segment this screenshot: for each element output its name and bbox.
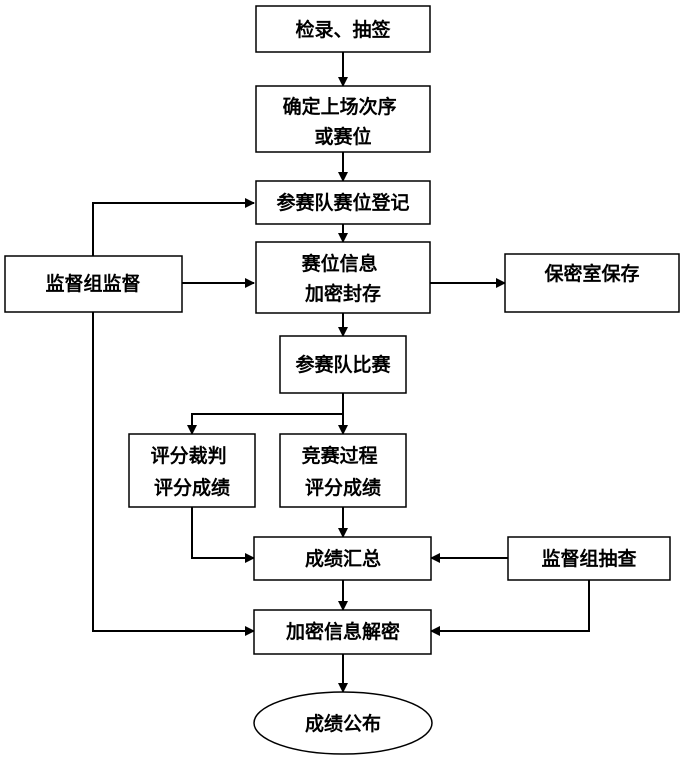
svg-text:加密信息解密: 加密信息解密 [285, 620, 400, 643]
arrow-supervisor-to-register [92, 198, 255, 256]
svg-text:确定上场次序 或赛位: 确定上场次序 或赛位 [283, 95, 404, 148]
node-publish: 成绩公布 [253, 691, 433, 755]
node-register-label: 参赛队赛位登记 [276, 191, 409, 214]
svg-text:监督组监督: 监督组监督 [45, 272, 140, 295]
svg-text:参赛队赛位登记: 参赛队赛位登记 [276, 191, 409, 214]
node-judge-score-line2: 评分成绩 [154, 476, 230, 499]
node-register: 参赛队赛位登记 [255, 180, 431, 225]
node-encrypt-line2: 加密封存 [304, 282, 381, 305]
node-judge-score: 评分裁判 评分成绩 [128, 433, 256, 508]
node-decrypt-label: 加密信息解密 [285, 620, 400, 643]
node-confirm-order-line2: 或赛位 [314, 125, 371, 148]
node-supervisor-label: 监督组监督 [45, 272, 140, 295]
node-secret-room: 保密室保存 [504, 253, 680, 313]
node-secret-room-label: 保密室保存 [543, 262, 639, 285]
svg-text:检录、抽签: 检录、抽签 [295, 18, 391, 41]
svg-text:竞赛过程 评分成绩: 竞赛过程 评分成绩 [302, 444, 385, 499]
arrow-compete-to-judge-score [187, 413, 343, 435]
node-compete: 参赛队比赛 [279, 335, 407, 394]
node-summary: 成绩汇总 [253, 536, 432, 581]
node-spot-check-label: 监督组抽查 [541, 547, 637, 570]
svg-text:成绩汇总: 成绩汇总 [305, 547, 381, 570]
arrow-judge-to-summary [191, 507, 255, 563]
node-process-score-line2: 评分成绩 [305, 476, 381, 499]
node-spot-check: 监督组抽查 [507, 536, 671, 581]
node-judge-score-line1: 评分裁判 [151, 444, 227, 467]
node-supervisor: 监督组监督 [4, 255, 183, 313]
node-draw-lots: 检录、抽签 [255, 5, 431, 53]
node-process-score-line1: 竞赛过程 [302, 444, 378, 467]
node-publish-label: 成绩公布 [305, 712, 381, 735]
arrow-spotcheck-to-decrypt [430, 580, 590, 636]
svg-text:评分裁判 评分成绩: 评分裁判 评分成绩 [151, 444, 234, 499]
node-process-score: 竞赛过程 评分成绩 [279, 433, 407, 508]
connectors [92, 52, 590, 693]
arrow-supervisor-to-decrypt [92, 312, 255, 636]
node-draw-lots-label: 检录、抽签 [295, 18, 391, 41]
svg-text:保密室保存: 保密室保存 [543, 262, 639, 285]
svg-text:成绩公布: 成绩公布 [305, 712, 381, 735]
node-confirm-order-line1: 确定上场次序 [283, 95, 397, 118]
node-encrypt: 赛位信息 加密封存 [255, 241, 431, 314]
node-compete-label: 参赛队比赛 [295, 353, 391, 376]
svg-text:监督组抽查: 监督组抽查 [541, 547, 637, 570]
svg-text:赛位信息 加密封存: 赛位信息 加密封存 [301, 252, 385, 305]
node-encrypt-line1: 赛位信息 [301, 252, 378, 275]
svg-text:参赛队比赛: 参赛队比赛 [295, 353, 391, 376]
node-decrypt: 加密信息解密 [253, 609, 432, 655]
node-summary-label: 成绩汇总 [305, 547, 381, 570]
node-confirm-order: 确定上场次序 或赛位 [255, 85, 431, 153]
